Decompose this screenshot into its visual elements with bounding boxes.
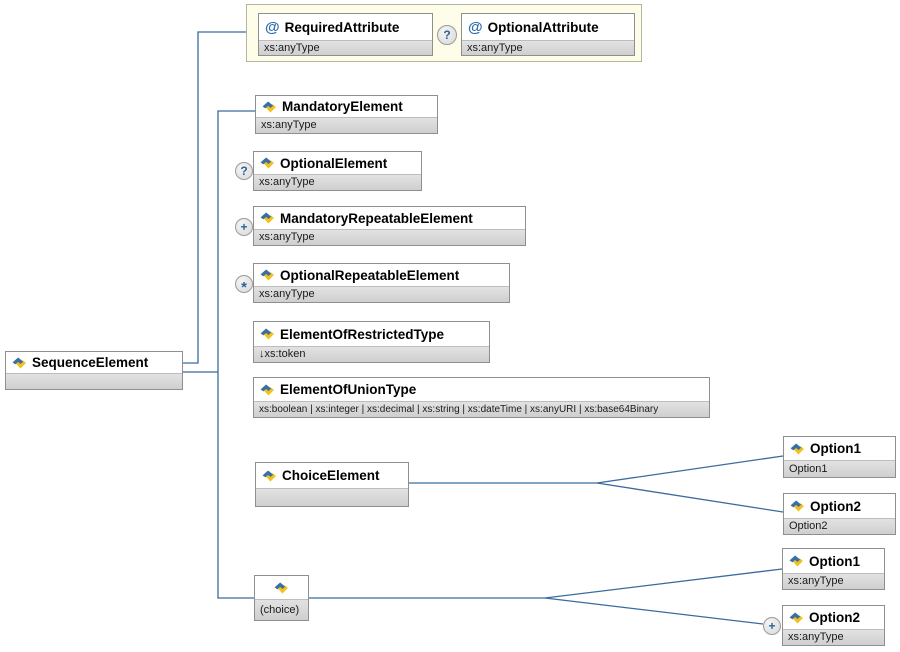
connector-group-option2 [544, 597, 764, 625]
node-type [256, 488, 408, 506]
connector-choice-option1 [407, 455, 784, 484]
node-type [6, 373, 182, 389]
node-type: xs:anyType [254, 229, 525, 245]
node-label: Option1 [809, 553, 860, 569]
node-choice-group[interactable]: (choice) [254, 575, 309, 621]
node-element-of-restricted-type[interactable]: ElementOfRestrictedType ↓xs:token [253, 321, 490, 363]
element-icon [12, 357, 27, 369]
element-icon [262, 101, 277, 113]
node-sequence-element[interactable]: SequenceElement [5, 351, 183, 390]
node-label: SequenceElement [32, 355, 149, 370]
choice-icon [274, 582, 289, 594]
node-type: Option2 [784, 518, 895, 534]
node-group-option2[interactable]: Option2 xs:anyType [782, 605, 885, 646]
node-label: Option2 [810, 498, 861, 514]
element-icon [790, 443, 805, 455]
node-type: (choice) [255, 599, 308, 620]
node-mandatory-element[interactable]: MandatoryElement xs:anyType [255, 95, 438, 134]
node-type: xs:anyType [259, 40, 432, 55]
node-optional-attribute[interactable]: @ OptionalAttribute xs:anyType [461, 13, 635, 56]
node-label: OptionalElement [280, 155, 388, 171]
element-icon [789, 612, 804, 624]
node-type: xs:anyType [783, 629, 884, 645]
node-label: MandatoryRepeatableElement [280, 210, 473, 226]
element-icon [789, 555, 804, 567]
node-choice-option2[interactable]: Option2 Option2 [783, 493, 896, 535]
node-label: MandatoryElement [282, 99, 403, 114]
node-choice-option1[interactable]: Option1 Option1 [783, 436, 896, 478]
node-mandatory-repeatable-element[interactable]: MandatoryRepeatableElement xs:anyType [253, 206, 526, 246]
connector-choice-option2 [596, 482, 784, 513]
node-optional-repeatable-element[interactable]: OptionalRepeatableElement xs:anyType [253, 263, 510, 303]
connector-trunk [217, 110, 255, 599]
element-icon [260, 269, 275, 281]
element-icon [260, 212, 275, 224]
element-icon [262, 470, 277, 482]
node-type: Option1 [784, 460, 895, 477]
element-icon [260, 157, 275, 169]
node-group-option1[interactable]: Option1 xs:anyType [782, 548, 885, 590]
node-label: ChoiceElement [282, 468, 380, 483]
connector-to-attributes [181, 31, 246, 364]
connector-group-option1 [307, 568, 783, 599]
node-label: ElementOfRestrictedType [280, 326, 445, 342]
repeat-star-badge: * [235, 275, 253, 296]
node-type: xs:anyType [783, 573, 884, 589]
node-label: Option2 [809, 610, 860, 625]
node-element-of-union-type[interactable]: ElementOfUnionType xs:boolean | xs:integ… [253, 377, 710, 418]
node-type: xs:anyType [256, 117, 437, 133]
node-label: Option1 [810, 441, 861, 456]
attribute-icon: @ [468, 18, 483, 36]
optional-occurrence-badge: ? [235, 162, 253, 180]
node-label: ElementOfUnionType [280, 382, 417, 397]
node-type: xs:boolean | xs:integer | xs:decimal | x… [254, 401, 709, 417]
node-type: xs:anyType [254, 174, 421, 190]
node-required-attribute[interactable]: @ RequiredAttribute xs:anyType [258, 13, 433, 56]
attribute-icon: @ [265, 18, 280, 36]
repeat-plus-badge: + [763, 617, 781, 635]
node-type: xs:anyType [254, 286, 509, 302]
node-type: ↓xs:token [254, 346, 489, 362]
node-optional-element[interactable]: OptionalElement xs:anyType [253, 151, 422, 191]
node-label: RequiredAttribute [284, 19, 400, 35]
element-icon [260, 328, 275, 340]
repeat-plus-badge: + [235, 218, 253, 236]
node-label: OptionalAttribute [487, 19, 599, 35]
optional-occurrence-badge: ? [437, 25, 457, 45]
node-label: OptionalRepeatableElement [280, 267, 460, 283]
element-icon [260, 384, 275, 396]
node-type: xs:anyType [462, 40, 634, 55]
node-choice-element[interactable]: ChoiceElement [255, 462, 409, 507]
element-icon [790, 500, 805, 512]
